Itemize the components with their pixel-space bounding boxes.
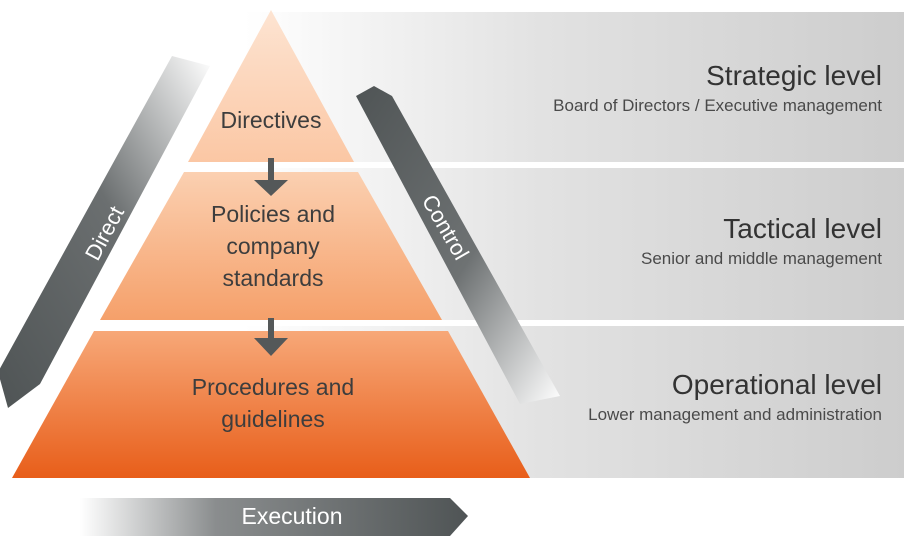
level-title-strategic: Strategic level bbox=[706, 60, 882, 91]
pyramid-tier-middle bbox=[100, 172, 442, 320]
level-subtitle-operational: Lower management and administration bbox=[588, 405, 882, 424]
control-arrow bbox=[356, 86, 560, 404]
execution-label: Execution bbox=[241, 503, 342, 529]
band-strategic bbox=[244, 12, 904, 162]
pyramid-tier-top bbox=[188, 10, 354, 162]
level-subtitle-strategic: Board of Directors / Executive managemen… bbox=[553, 96, 882, 115]
tier-middle-line: company bbox=[226, 233, 320, 259]
arrow-down-icon bbox=[254, 158, 288, 196]
level-title-operational: Operational level bbox=[671, 369, 882, 400]
tier-middle-line: Policies and bbox=[210, 201, 336, 227]
execution-arrow bbox=[80, 498, 468, 536]
tier-middle-label: Policies and company standards bbox=[168, 198, 378, 294]
tier-bottom-line: guidelines bbox=[221, 406, 325, 432]
pyramid-tier-bottom bbox=[12, 331, 530, 478]
level-subtitle-tactical: Senior and middle management bbox=[641, 249, 882, 268]
tier-middle-line: standards bbox=[222, 265, 324, 291]
tier-bottom-line: Procedures and bbox=[191, 374, 355, 400]
direct-arrow bbox=[0, 56, 210, 408]
directives-text: Directives bbox=[220, 107, 322, 133]
arrow-down-icon bbox=[254, 318, 288, 356]
tier-bottom-label: Procedures and guidelines bbox=[158, 371, 388, 435]
tier-top-label: Directives bbox=[196, 104, 346, 136]
level-title-tactical: Tactical level bbox=[723, 213, 882, 244]
